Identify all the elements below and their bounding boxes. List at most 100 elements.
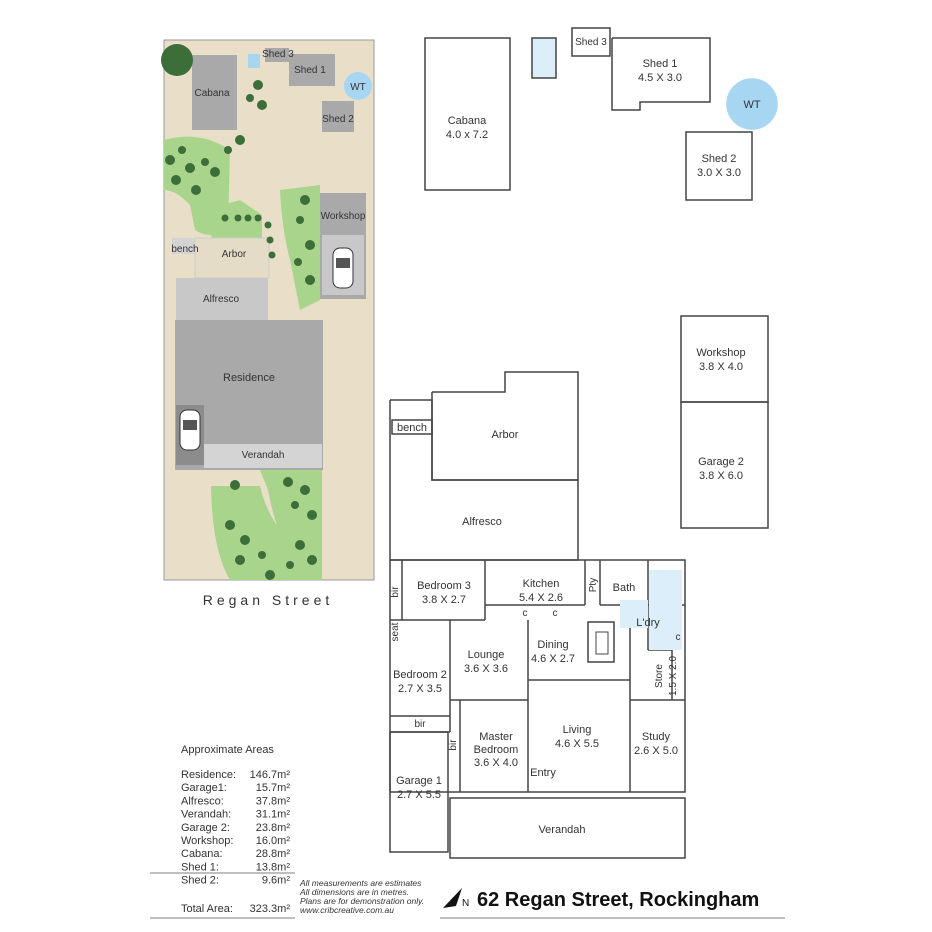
plan-dining-dim: 4.6 X 2.7 — [531, 653, 575, 665]
plan-workshop-label: Workshop — [696, 347, 745, 359]
plan-pantry-label: Pty — [588, 578, 599, 592]
plan-shed3-label: Shed 3 — [575, 37, 607, 48]
plan-bir3-label: bir — [448, 739, 459, 751]
site-shed2 — [322, 101, 354, 132]
plan-workshop-dim: 3.8 X 4.0 — [699, 361, 743, 373]
plan-bath-floor — [620, 600, 648, 628]
plan-living-label: Living — [563, 724, 592, 736]
plan-garage1-label: Garage 1 — [396, 775, 442, 787]
plan-cabana-label: Cabana — [448, 115, 487, 127]
plan-bedroom3-dim: 3.8 X 2.7 — [422, 594, 466, 606]
plan-wt-label: WT — [743, 99, 760, 111]
site-verandah — [204, 444, 322, 468]
plan-seat-label: seat — [390, 622, 401, 641]
plan-water-tank — [726, 78, 778, 130]
site-water-tank — [344, 72, 372, 100]
site-verandah-label: Verandah — [242, 450, 285, 461]
plan-house-outline — [389, 559, 686, 793]
plan-cupboard-label: c — [553, 608, 558, 619]
area-row-label: Residence: — [181, 769, 236, 781]
north-label: N — [462, 898, 469, 909]
area-row-value: 28.8m² — [256, 848, 291, 860]
site-grass-front-right — [260, 470, 322, 580]
site-cabana — [192, 55, 237, 130]
site-workshop-label: Workshop — [321, 211, 366, 222]
website-text: www.cribcreative.com.au — [300, 905, 394, 915]
area-row-value: 15.7m² — [256, 782, 291, 794]
site-plan: Cabana Shed 3 Shed 1 Shed 2 WT Workshop … — [161, 39, 375, 608]
areas-table: Approximate Areas Residence:146.7m²Garag… — [150, 744, 295, 919]
area-row-label: Garage1: — [181, 782, 227, 794]
north-arrow-icon: N — [443, 888, 469, 909]
site-wt-label: WT — [350, 82, 366, 93]
area-row-label: Alfresco: — [181, 795, 224, 807]
plan-master-line2: Bedroom — [474, 744, 519, 756]
plan-laundry-label: L'dry — [636, 617, 660, 629]
area-row-label: Shed 2: — [181, 875, 219, 887]
plan-cupboard-label: c — [523, 608, 528, 619]
area-row-label: Garage 2: — [181, 822, 230, 834]
area-row-label: Shed 1: — [181, 861, 219, 873]
area-row-value: 31.1m² — [256, 809, 291, 821]
plan-shed1-label: Shed 1 — [643, 58, 678, 70]
plan-bedroom2-dim: 2.7 X 3.5 — [398, 683, 442, 695]
areas-total-value: 323.3m² — [250, 903, 291, 915]
site-cabana-label: Cabana — [194, 88, 229, 99]
car-icon — [179, 409, 201, 451]
plan-study-label: Study — [642, 731, 671, 743]
floor-plan — [389, 27, 778, 859]
plan-study-dim: 2.6 X 5.0 — [634, 745, 678, 757]
plan-shed1 — [611, 37, 711, 111]
area-row-value: 146.7m² — [250, 769, 291, 781]
plan-garage2-dim: 3.8 X 6.0 — [699, 470, 743, 482]
footer: All measurements are estimates All dimen… — [299, 878, 785, 919]
plan-garage1-dim: 2.7 X 5.5 — [397, 789, 441, 801]
area-row-value: 13.8m² — [256, 861, 291, 873]
areas-rows: Residence: 146.7m² Garage1: 15.7m² Alfresco:… — [181, 769, 290, 887]
plan-lounge-label: Lounge — [468, 649, 505, 661]
plan-living-dim: 4.6 X 5.5 — [555, 738, 599, 750]
plan-shed2-label: Shed 2 — [702, 153, 737, 165]
plan-cabana — [424, 37, 511, 191]
plan-master-line1: Master — [479, 731, 513, 743]
area-row-label: Workshop: — [181, 835, 233, 847]
plan-arbor-label: Arbor — [492, 429, 519, 441]
shrubs — [165, 80, 317, 580]
plan-shed1-dim: 4.5 X 3.0 — [638, 72, 682, 84]
plan-lounge-dim: 3.6 X 3.6 — [464, 663, 508, 675]
plan-bir1-label: bir — [390, 586, 401, 598]
site-shed2-label: Shed 2 — [322, 114, 354, 125]
area-row-value: 23.8m² — [256, 822, 291, 834]
plan-kitchen-label: Kitchen — [523, 578, 560, 590]
site-arbor-label: Arbor — [222, 249, 247, 260]
street-label: Regan Street — [203, 592, 334, 608]
site-bench — [172, 238, 194, 254]
area-row-value: 37.8m² — [256, 795, 291, 807]
plan-dining-label: Dining — [537, 639, 568, 651]
areas-total-label: Total Area: — [181, 903, 233, 915]
plan-workshop — [680, 315, 769, 403]
disclaimer-line: All measurements are estimates — [299, 878, 422, 888]
area-row-value: 9.6m² — [262, 875, 290, 887]
address-title: 62 Regan Street, Rockingham — [477, 889, 759, 911]
site-alfresco-label: Alfresco — [203, 294, 240, 305]
plan-shed2 — [685, 131, 753, 201]
plan-verandah — [449, 797, 686, 859]
plan-laundry-floor — [649, 570, 682, 650]
plan-kitchen-dim: 5.4 X 2.6 — [519, 592, 563, 604]
plan-arbor-outline — [431, 371, 579, 481]
plan-shed3-porch — [531, 37, 557, 79]
site-shed1-label: Shed 1 — [294, 65, 326, 76]
plan-shed2-dim: 3.0 X 3.0 — [697, 167, 741, 179]
plan-master-dim: 3.6 X 4.0 — [474, 757, 518, 769]
plan-garage2-label: Garage 2 — [698, 456, 744, 468]
car-icon — [332, 247, 354, 289]
plan-bench-label: bench — [397, 422, 427, 434]
plan-store-label: Store — [654, 664, 665, 688]
plan-bir2-label: bir — [414, 719, 426, 730]
plan-bedroom3-label: Bedroom 3 — [417, 580, 471, 592]
tree-icon — [161, 44, 193, 76]
plan-bath-label: Bath — [613, 582, 636, 594]
plan-bedroom2-label: Bedroom 2 — [393, 669, 447, 681]
